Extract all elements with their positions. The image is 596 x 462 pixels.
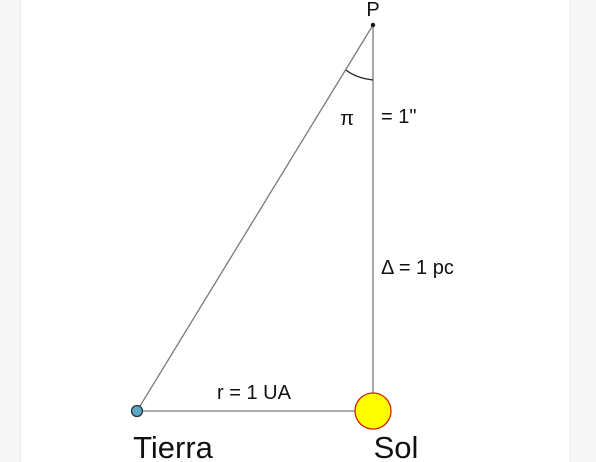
distance-label: Δ = 1 pc	[381, 257, 454, 279]
parallax-symbol-label: π	[340, 108, 354, 130]
point-label: P	[366, 0, 379, 21]
parallax-value-label: = 1"	[381, 106, 416, 128]
sun-label: Sol	[374, 430, 419, 462]
earth-label: Tierra	[133, 430, 214, 462]
figure-card	[20, 0, 571, 462]
line-earth-to-star	[136, 24, 374, 412]
radius-label: r = 1 UA	[217, 382, 292, 404]
sun-icon	[354, 392, 392, 430]
earth-icon	[130, 404, 144, 418]
parallax-angle-arc	[345, 69, 374, 81]
star-point	[370, 22, 376, 28]
